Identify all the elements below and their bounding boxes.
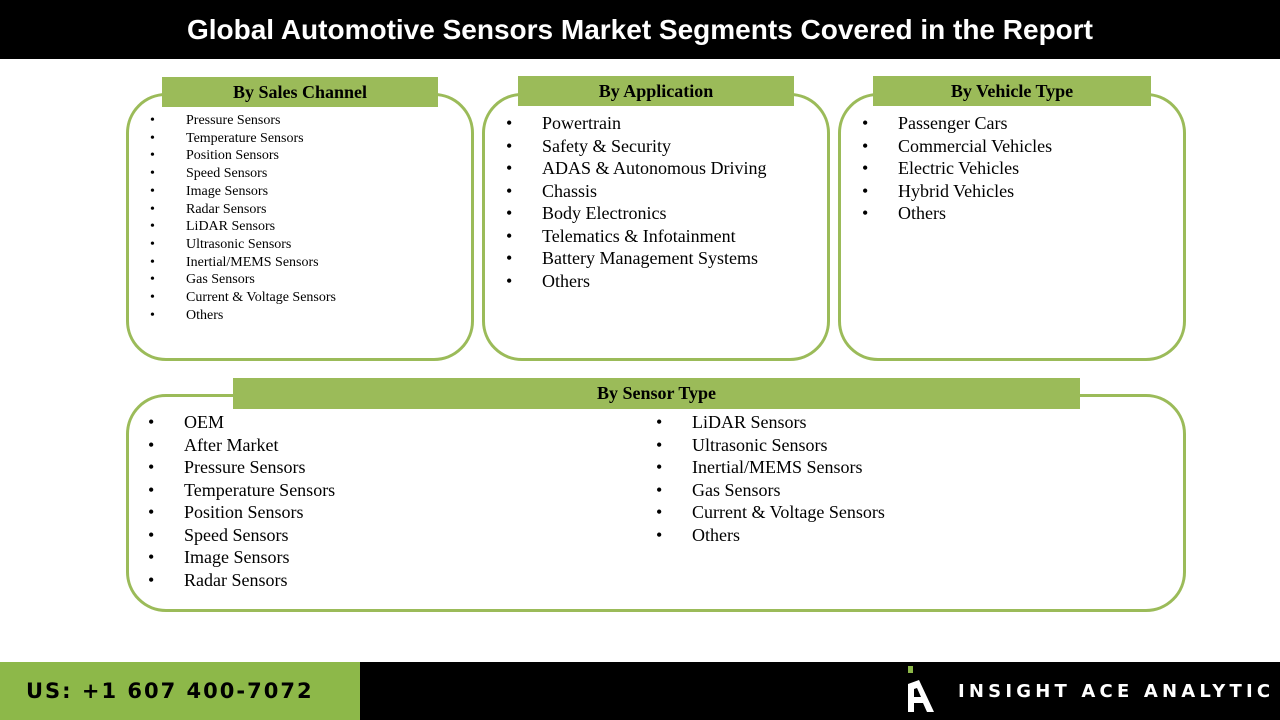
list-item: LiDAR Sensors: [150, 218, 336, 236]
page-title: Global Automotive Sensors Market Segment…: [0, 0, 1280, 59]
list-item: Speed Sensors: [150, 165, 336, 183]
list-item: OEM: [148, 411, 335, 434]
list-item: Pressure Sensors: [150, 112, 336, 130]
list-item: Pressure Sensors: [148, 456, 335, 479]
brand-name: INSIGHT ACE ANALYTIC: [958, 681, 1275, 702]
sensor-type-list-right: LiDAR SensorsUltrasonic SensorsInertial/…: [656, 411, 885, 546]
list-item: Inertial/MEMS Sensors: [656, 456, 885, 479]
list-item: Hybrid Vehicles: [862, 180, 1052, 203]
application-list: PowertrainSafety & SecurityADAS & Autono…: [506, 112, 767, 292]
list-item: Commercial Vehicles: [862, 135, 1052, 158]
list-item: Electric Vehicles: [862, 157, 1052, 180]
footer-brand-bar: INSIGHT ACE ANALYTIC: [360, 662, 1280, 720]
list-item: Others: [862, 202, 1052, 225]
list-item: Others: [506, 270, 767, 293]
list-item: Ultrasonic Sensors: [656, 434, 885, 457]
list-item: Position Sensors: [148, 501, 335, 524]
list-item: Safety & Security: [506, 135, 767, 158]
footer-contact-bar: US: +1 607 400-7072: [0, 662, 360, 720]
list-item: Radar Sensors: [150, 201, 336, 219]
application-title: By Application: [518, 76, 794, 106]
list-item: Chassis: [506, 180, 767, 203]
list-item: Body Electronics: [506, 202, 767, 225]
list-item: After Market: [148, 434, 335, 457]
list-item: Battery Management Systems: [506, 247, 767, 270]
list-item: Powertrain: [506, 112, 767, 135]
list-item: Ultrasonic Sensors: [150, 236, 336, 254]
list-item: ADAS & Autonomous Driving: [506, 157, 767, 180]
list-item: Speed Sensors: [148, 524, 335, 547]
list-item: Image Sensors: [150, 183, 336, 201]
list-item: Passenger Cars: [862, 112, 1052, 135]
list-item: LiDAR Sensors: [656, 411, 885, 434]
insight-ace-logo-icon: [908, 666, 934, 712]
list-item: Gas Sensors: [150, 271, 336, 289]
list-item: Position Sensors: [150, 147, 336, 165]
vehicle-type-title: By Vehicle Type: [873, 76, 1151, 106]
vehicle-type-list: Passenger CarsCommercial VehiclesElectri…: [862, 112, 1052, 225]
list-item: Current & Voltage Sensors: [656, 501, 885, 524]
list-item: Others: [150, 307, 336, 325]
list-item: Inertial/MEMS Sensors: [150, 254, 336, 272]
list-item: Telematics & Infotainment: [506, 225, 767, 248]
list-item: Gas Sensors: [656, 479, 885, 502]
sales-channel-list: Pressure SensorsTemperature SensorsPosit…: [150, 112, 336, 324]
sales-channel-title: By Sales Channel: [162, 77, 438, 107]
contact-phone: US: +1 607 400-7072: [26, 679, 314, 703]
list-item: Radar Sensors: [148, 569, 335, 592]
list-item: Others: [656, 524, 885, 547]
list-item: Temperature Sensors: [148, 479, 335, 502]
sensor-type-list-left: OEMAfter MarketPressure SensorsTemperatu…: [148, 411, 335, 591]
list-item: Current & Voltage Sensors: [150, 289, 336, 307]
list-item: Image Sensors: [148, 546, 335, 569]
sensor-type-title: By Sensor Type: [233, 378, 1080, 409]
list-item: Temperature Sensors: [150, 130, 336, 148]
